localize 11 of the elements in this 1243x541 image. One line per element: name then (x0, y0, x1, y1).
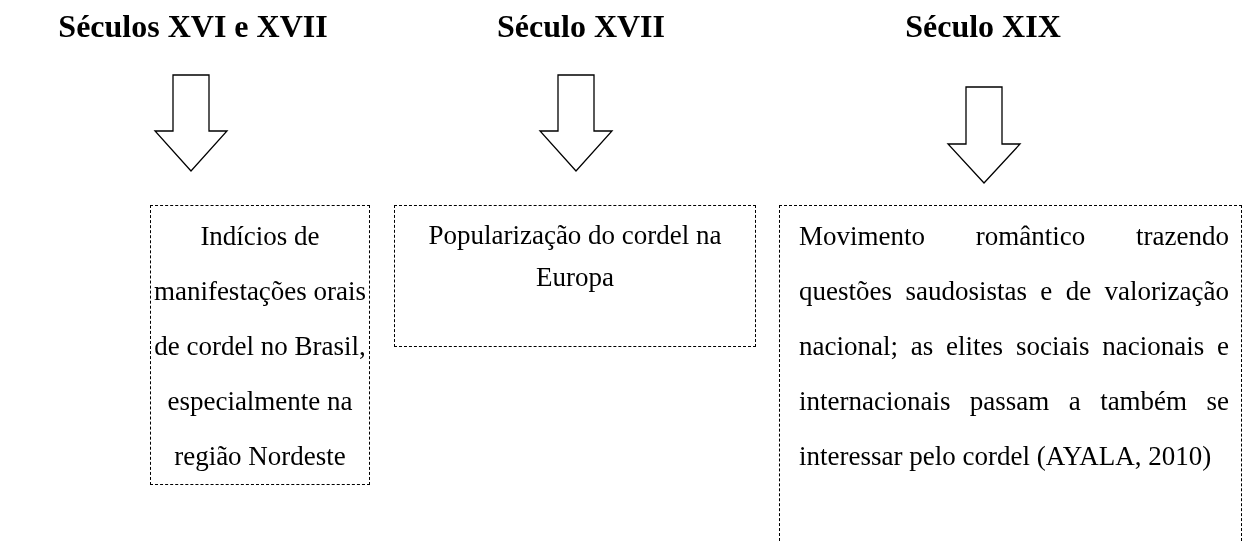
period-heading: Século XIX (904, 8, 1062, 44)
box-text: Movimento romântico trazendo questões saudosistas e de valorização nacional; as elites sociais nacionais e internacionais passam a também se interessar pelo cordel (AYALA, 2010) (799, 220, 1229, 473)
box-text: Indícios de manifestações orais de cordel no Brasil, especialmente na região Nordeste (153, 220, 367, 473)
period-heading: Século XVII (496, 8, 666, 44)
box-text: Popularização do cordel na Europa (427, 219, 723, 294)
block-arrow (153, 74, 229, 172)
dashed-text-box (394, 205, 756, 347)
block-arrow (946, 86, 1022, 184)
period-heading: Séculos XVI e XVII (57, 8, 329, 44)
block-arrow (538, 74, 614, 172)
dashed-text-box (779, 205, 1242, 541)
